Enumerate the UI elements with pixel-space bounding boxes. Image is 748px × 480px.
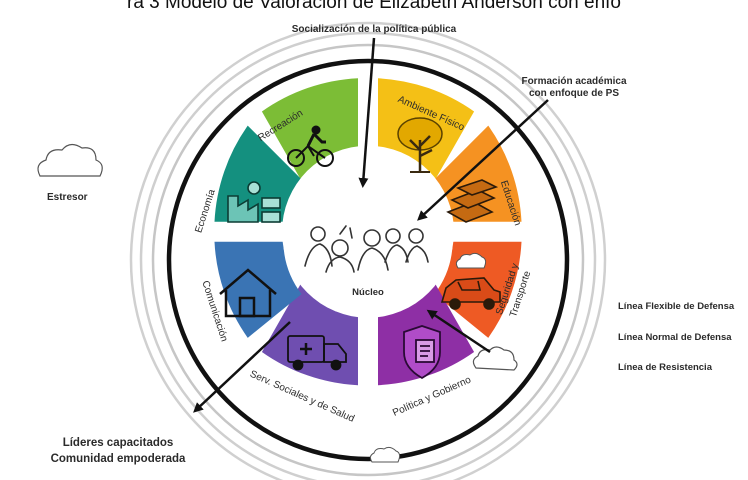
arrow-estresor-seguridad <box>426 309 491 354</box>
linea-resistencia-label: Línea de Resistencia <box>618 362 713 373</box>
factory-money-icon <box>227 181 281 223</box>
comunidad-label: Comunidad empoderada <box>51 453 186 465</box>
lideres-label: Líderes capacitados <box>63 437 174 449</box>
people-group-icon <box>304 225 429 273</box>
socializacion-label: Socialización de la política pública <box>292 24 457 35</box>
economia-label: Economía <box>193 188 218 235</box>
cloud-icon <box>37 143 103 177</box>
segment-comunicacion <box>214 241 302 338</box>
tree-icon <box>397 117 443 173</box>
nucleus-label: Núcleo <box>352 287 384 298</box>
flexible-defense-ring <box>129 21 607 480</box>
normal-defense-ring <box>139 31 597 480</box>
cloud-icon <box>369 446 401 463</box>
shield-document-icon <box>403 325 441 380</box>
house-icon <box>219 268 277 318</box>
linea-normal-label: Línea Normal de Defensa <box>618 332 732 343</box>
ambulance-icon <box>287 335 347 371</box>
cloud-icon <box>472 346 518 371</box>
linea-flexible-label: Línea Flexible de Defensa <box>618 301 735 312</box>
arrow-socializacion <box>358 37 376 188</box>
formacion-label-2: con enfoque de PS <box>529 88 619 99</box>
arrow-lideres <box>193 321 291 413</box>
estresor-label: Estresor <box>47 192 88 203</box>
core-black-ring <box>166 58 570 462</box>
cyclist-icon <box>287 125 334 167</box>
books-icon <box>446 179 499 223</box>
arrow-formacion <box>417 99 549 221</box>
resistance-ring <box>151 43 585 477</box>
figure-caption: ra 3 Modelo de Valoración de Elizabeth A… <box>127 0 621 13</box>
formacion-label-1: Formación académica <box>521 76 626 87</box>
cloud-icon <box>455 252 487 269</box>
car-icon <box>440 277 501 310</box>
